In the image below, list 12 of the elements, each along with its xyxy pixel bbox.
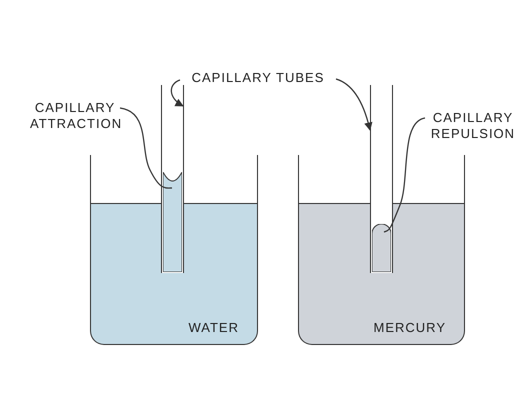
- mercury-column: [372, 224, 391, 272]
- label-text: CAPILLARY ATTRACTION: [30, 100, 120, 134]
- label-text: CAPILLARY REPULSION: [425, 110, 521, 144]
- liquid-label: WATER: [188, 320, 239, 336]
- mercury-beaker: [298, 155, 465, 345]
- arrow: [336, 78, 372, 131]
- water-column: [163, 172, 182, 272]
- liquid-label: MERCURY: [374, 320, 446, 336]
- leader-line: [384, 117, 426, 233]
- leader-line: [120, 107, 172, 189]
- water-beaker: [90, 155, 258, 345]
- label-text: CAPILLARY TUBES: [180, 70, 336, 88]
